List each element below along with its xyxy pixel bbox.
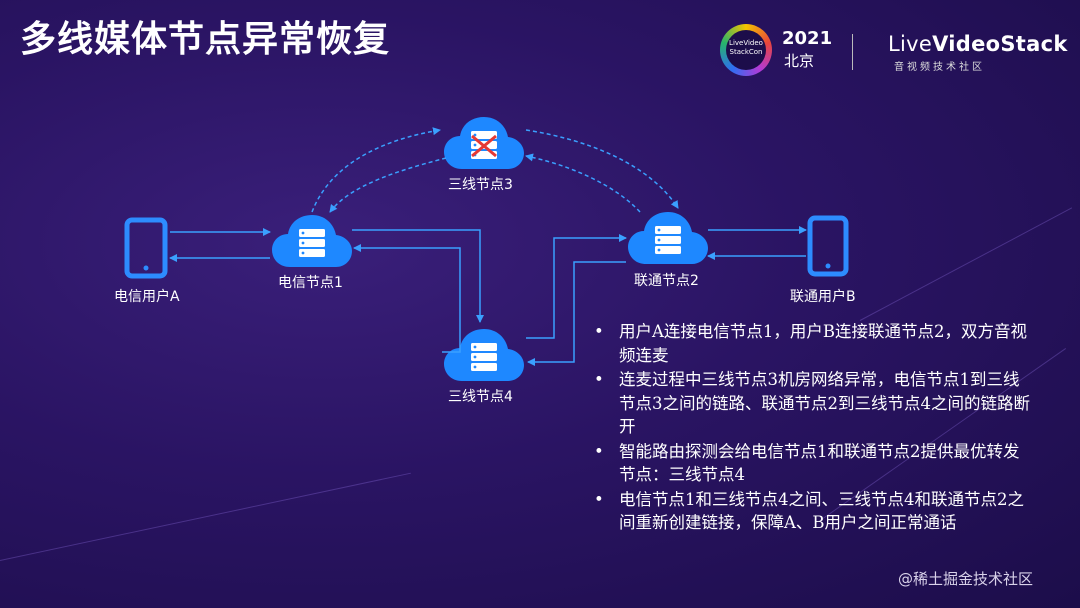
event-year: 2021 — [782, 28, 833, 49]
page-title: 多线媒体节点异常恢复 — [20, 19, 391, 60]
node2-label: 联通节点2 — [634, 273, 699, 289]
phone-icon — [807, 215, 849, 277]
server-cloud-icon — [628, 212, 708, 264]
header-divider — [852, 34, 853, 70]
error-icon — [471, 134, 497, 158]
link-arrow — [353, 244, 461, 353]
node1-label: 电信节点1 — [278, 275, 343, 291]
brand-logo: LiveVideoStack — [888, 32, 1068, 56]
link-arrow — [352, 229, 484, 323]
link-arrow — [526, 234, 627, 339]
broken-link-arrow — [525, 153, 641, 213]
node4-label: 三线节点4 — [448, 389, 513, 405]
server-cloud-icon — [444, 329, 524, 381]
watermark: @稀土掘金技术社区 — [898, 570, 1034, 588]
broken-link-arrow — [525, 129, 679, 209]
server-cloud-icon — [272, 215, 352, 267]
phone-icon — [124, 217, 168, 279]
server-cloud-icon — [444, 117, 524, 169]
brand-prefix: Live — [888, 32, 933, 56]
broken-link-arrow — [311, 127, 441, 213]
livevideostackcon-logo: LiveVideo StackCon — [720, 24, 772, 76]
bullet-item: 连麦过程中三线节点3机房网络异常，电信节点1到三线节点3之间的链路、联通节点2到… — [594, 368, 1034, 439]
user-b-label: 联通用户B — [790, 289, 856, 305]
bullet-item: 用户A连接电信节点1，用户B连接联通节点2，双方音视频连麦 — [594, 320, 1034, 367]
brand-subtitle: 音视频技术社区 — [894, 62, 985, 73]
link-arrow — [527, 261, 626, 366]
event-city: 北京 — [784, 52, 815, 70]
logo-text: LiveVideo StackCon — [726, 30, 766, 70]
brand-main: VideoStack — [932, 32, 1068, 56]
broken-link-arrow — [329, 157, 447, 213]
node3-label: 三线节点3 — [448, 177, 513, 193]
bullet-item: 电信节点1和三线节点4之间、三线节点4和联通节点2之间重新创建链接，保障A、B用… — [594, 488, 1034, 535]
bullet-item: 智能路由探测会给电信节点1和联通节点2提供最优转发节点：三线节点4 — [594, 440, 1034, 487]
description-list: 用户A连接电信节点1，用户B连接联通节点2，双方音视频连麦 连麦过程中三线节点3… — [594, 320, 1034, 536]
user-a-label: 电信用户A — [114, 289, 180, 305]
